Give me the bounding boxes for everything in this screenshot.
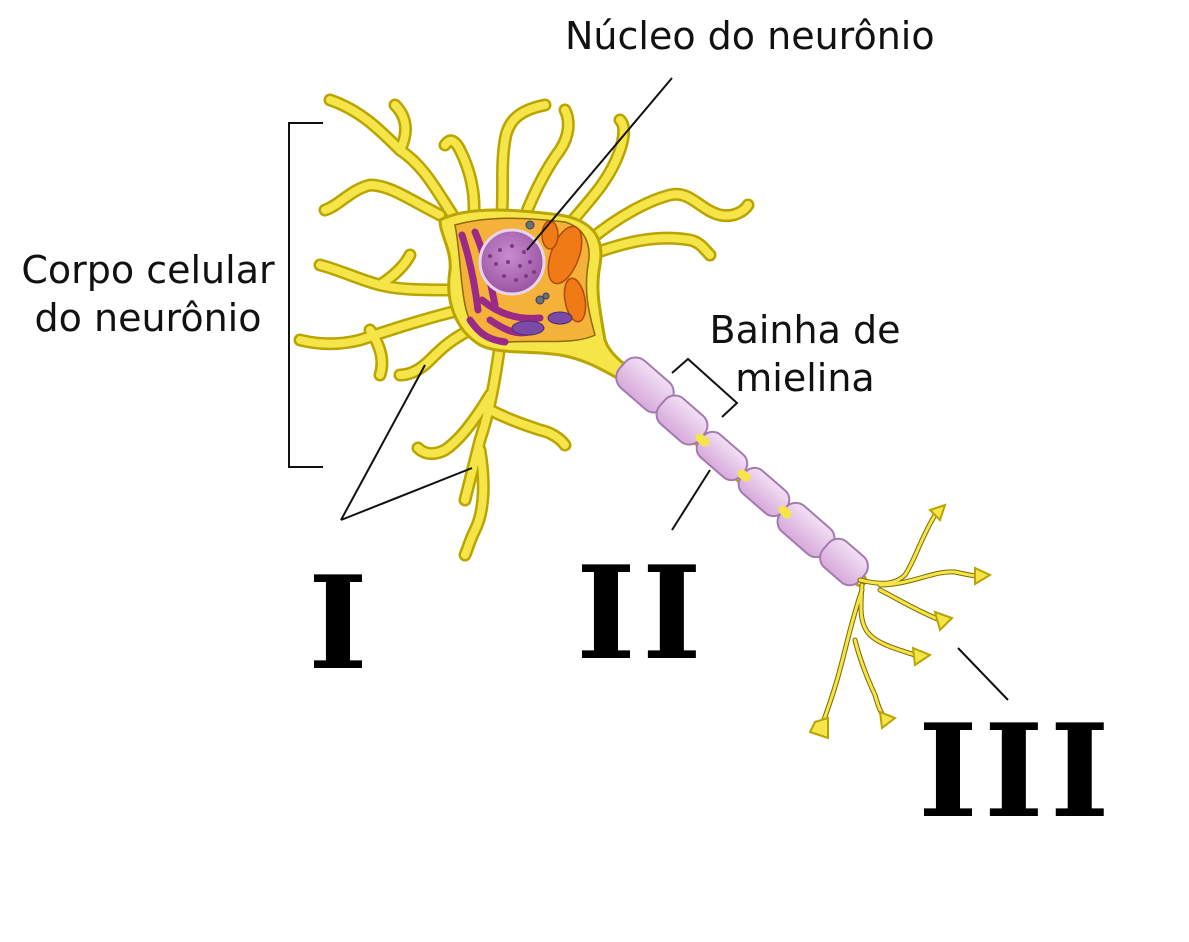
myelin-segments [615, 356, 869, 587]
marker-one-leader-left [340, 364, 426, 521]
myelin-segment [819, 537, 869, 587]
myelin-sheath-label: Bainha de mielina [709, 308, 901, 400]
marker-three-leader-line [957, 647, 1009, 701]
marker-one-leader-right [340, 467, 473, 521]
mitochondria [541, 220, 587, 323]
marker-two-leader-line [671, 469, 711, 531]
marker-one: I [308, 549, 374, 699]
golgi-apparatus [511, 220, 573, 336]
cell-body-bracket [288, 122, 323, 468]
nucleus-label: Núcleo do neurônio [565, 14, 935, 58]
marker-three: III [918, 697, 1116, 847]
myelin-bracket [671, 357, 739, 418]
cell-body [438, 208, 643, 387]
axon-terminals [808, 503, 993, 740]
nucleus-leader-line [526, 77, 673, 251]
synaptic-knobs [808, 503, 993, 740]
dendrites [293, 93, 755, 562]
cell-body-label: Corpo celular do neurônio [21, 248, 275, 340]
nucleus [478, 228, 546, 296]
annotation-lines [288, 77, 1009, 701]
marker-two: II [576, 539, 708, 689]
